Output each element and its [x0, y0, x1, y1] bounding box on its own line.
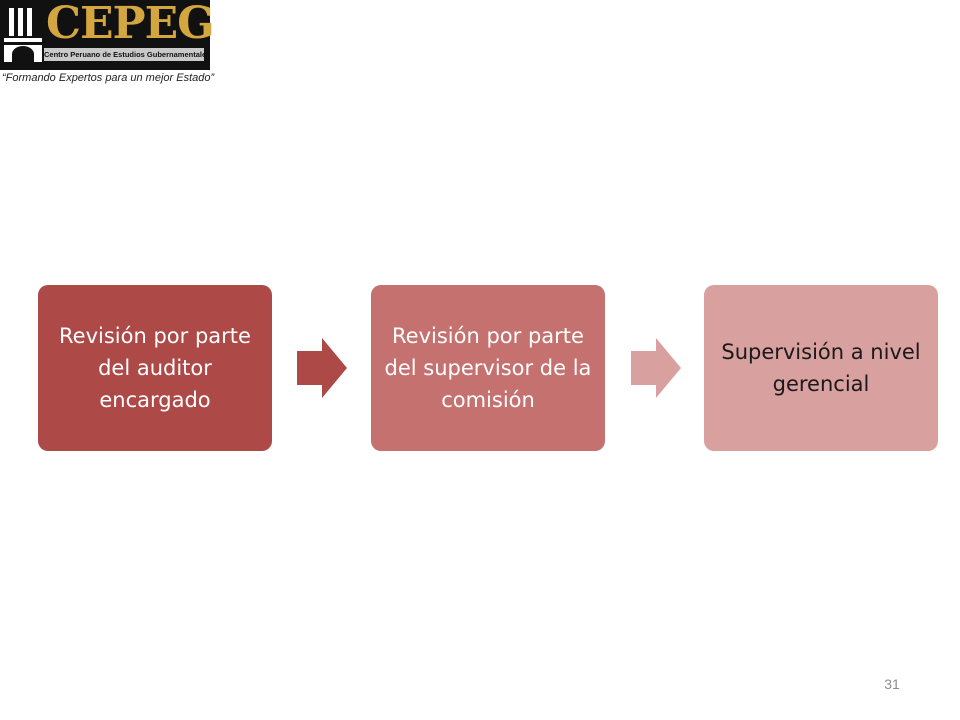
cepeg-logo: CEPEG Centro Peruano de Estudios Guberna…	[0, 0, 215, 70]
logo-wordmark: CEPEG	[46, 0, 215, 49]
process-step-supervisor: Revisión por parte del supervisor de la …	[371, 285, 605, 451]
arrow-right-icon	[297, 338, 347, 398]
process-step-label: Revisión por parte del supervisor de la …	[384, 324, 592, 412]
process-step-label: Revisión por parte del auditor encargado	[59, 324, 251, 412]
logo-tagline: “Formando Expertos para un mejor Estado”	[2, 72, 215, 84]
arrow-right-icon	[631, 338, 681, 398]
process-step-management: Supervisión a nivel gerencial	[704, 285, 938, 451]
process-step-label: Supervisión a nivel gerencial	[721, 340, 921, 396]
logo-subtitle: Centro Peruano de Estudios Gubernamental…	[44, 48, 204, 61]
process-step-auditor: Revisión por parte del auditor encargado	[38, 285, 272, 451]
slide-number: 31	[884, 676, 900, 692]
columns-building-icon	[4, 8, 42, 62]
